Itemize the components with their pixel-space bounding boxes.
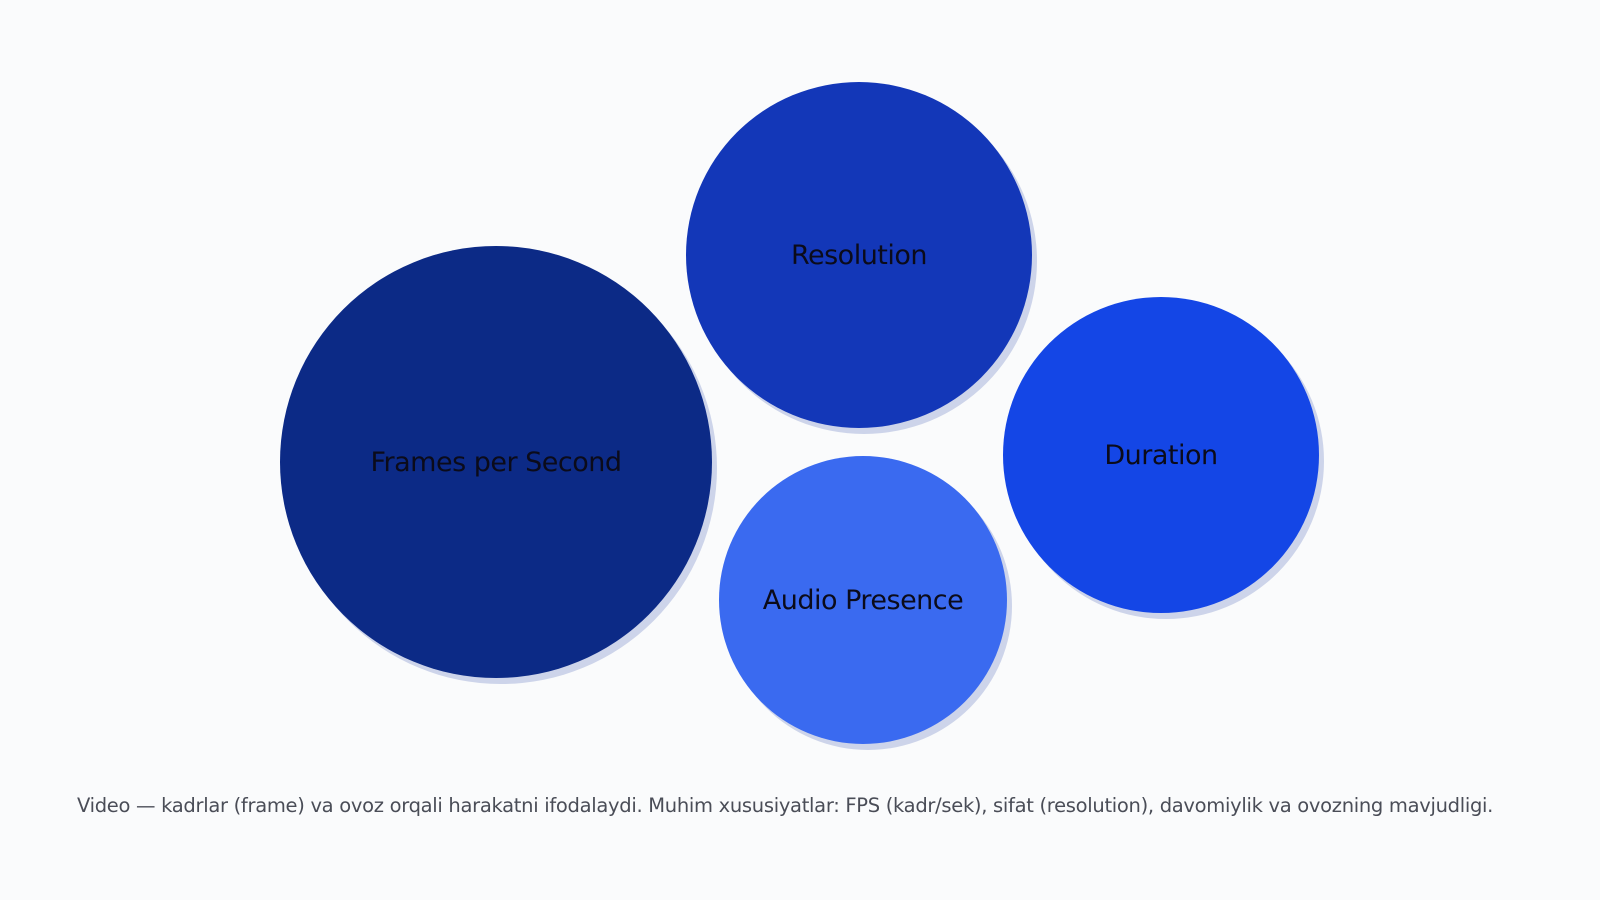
caption-text: Video — kadrlar (frame) va ovoz orqali h… [77,794,1494,817]
bubble-frames-per-second: Frames per Second [280,246,712,678]
bubble-duration: Duration [1003,297,1319,613]
bubble-label-resolution: Resolution [790,239,928,271]
bubble-label-frames-per-second: Frames per Second [370,446,622,478]
bubble-label-duration: Duration [1104,439,1218,471]
bubble-resolution: Resolution [686,82,1032,428]
bubble-audio-presence: Audio Presence [719,456,1007,744]
bubble-label-audio-presence: Audio Presence [762,584,964,616]
